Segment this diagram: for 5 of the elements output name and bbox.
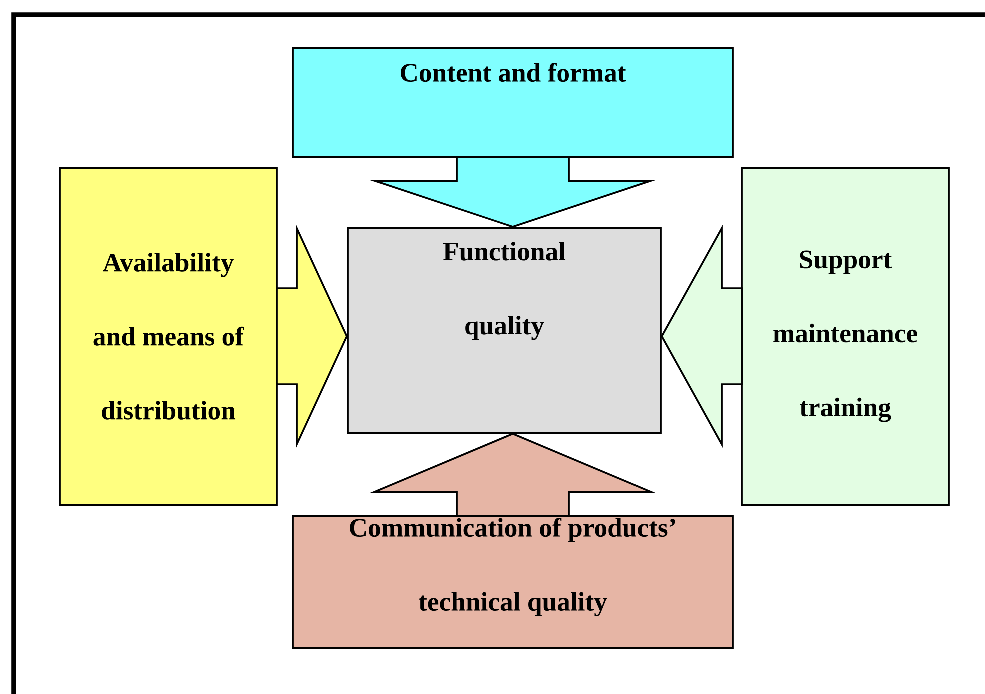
input-box: Communication of products’ technical quality xyxy=(292,515,734,649)
input-box: Availability and means of distribution xyxy=(59,167,278,506)
input-box: Support maintenance training xyxy=(741,167,950,506)
center-box: Functional quality xyxy=(347,227,662,434)
input-box: Content and format xyxy=(292,47,734,158)
